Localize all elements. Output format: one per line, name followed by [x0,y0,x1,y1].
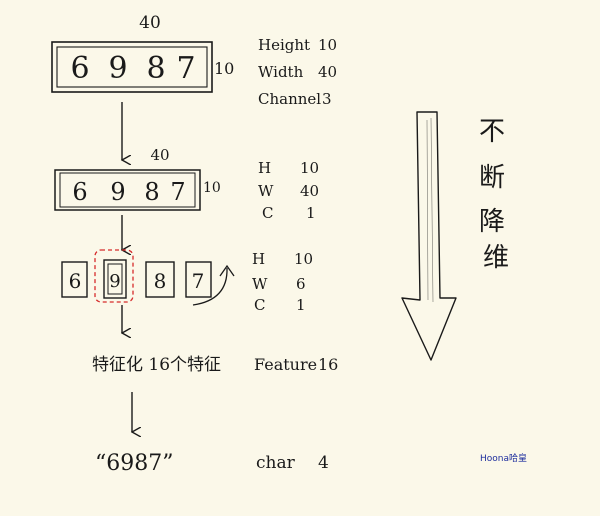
char-9: 9 [109,271,120,292]
curved-arrow [192,267,228,306]
step2-prop-label-c: C [262,204,273,222]
side-label-vertical: 不 断 降 维 [479,117,509,273]
step1-prop-label-height: Height [258,36,310,54]
step1-prop-label-channel: Channel [258,90,321,108]
big-down-arrow [401,111,457,361]
step1-height-label: 10 [214,59,234,78]
step3-chars: 6 9 8 7 [61,249,212,303]
step3-prop-value-w: 6 [296,275,306,293]
char-box-8 [145,261,175,298]
step2-digits: 6 9 8 7 [72,178,185,206]
step2-prop-value-h: 10 [300,159,319,177]
step3-prop-label-h: H [252,250,265,268]
step1-prop-value-height: 10 [318,36,337,54]
step1-digit-8: 8 [146,51,165,86]
step2-digit-9: 9 [110,178,125,206]
char-6: 6 [69,269,82,293]
curved-arrow-head [219,264,235,277]
step3-props: H 10 W 6 C 1 [252,250,313,314]
step2-prop-label-w: W [258,182,274,200]
char-box-9 [103,259,127,299]
step3-prop-value-h: 10 [294,250,313,268]
char-7: 7 [192,269,205,293]
char-box-6 [61,261,88,298]
step2-image-box [54,169,201,211]
step2-props: H 10 W 40 C 1 [258,159,319,222]
side-label-char-4: 维 [483,243,509,273]
step1-digit-6: 6 [70,51,89,86]
watermark: Hoona哈皇 [480,452,527,464]
step2-digit-7: 7 [170,178,185,206]
big-down-arrow-hatch [426,117,434,303]
step4-prop-label: Feature [254,355,317,374]
char-8: 8 [154,269,167,293]
step5-prop-label: char [256,453,296,473]
step3-prop-value-c: 1 [296,296,306,314]
step2-digit-6: 6 [72,178,87,206]
step1-props: Height 10 Width 40 Channel 3 [258,36,337,108]
step2-digit-8: 8 [144,178,159,206]
side-label-char-3: 降 [479,207,505,237]
step1-width-label: 40 [139,13,161,33]
step1-image-inner-border [56,46,208,88]
step1-prop-value-channel: 3 [322,90,332,108]
step2-prop-label-h: H [258,159,271,177]
char-box-9-inner [107,263,123,295]
step5-output-text: “6987” [95,451,173,476]
step1-prop-label-width: Width [258,63,304,81]
step4-prop-value: 16 [318,355,338,374]
side-label-char-2: 断 [479,163,505,193]
step1-digit-9: 9 [108,51,127,86]
step2-image-inner-border [59,172,196,208]
step2-prop-value-c: 1 [306,204,316,222]
step3-prop-label-c: C [254,296,265,314]
step3-prop-label-w: W [252,275,268,293]
step4-feature-text: 特征化 16个特征 [92,355,221,375]
step1-prop-value-width: 40 [318,63,337,81]
step1-digits: 6 9 8 7 [70,51,195,86]
step2-height-label: 10 [203,180,221,196]
step2-width-label: 40 [150,146,169,164]
char-box-7 [185,261,212,298]
step1-digit-7: 7 [176,51,195,86]
side-label-char-1: 不 [479,117,505,147]
step2-prop-value-w: 40 [300,182,319,200]
step1-image-box [51,41,213,93]
step5-prop-value: 4 [318,453,329,473]
